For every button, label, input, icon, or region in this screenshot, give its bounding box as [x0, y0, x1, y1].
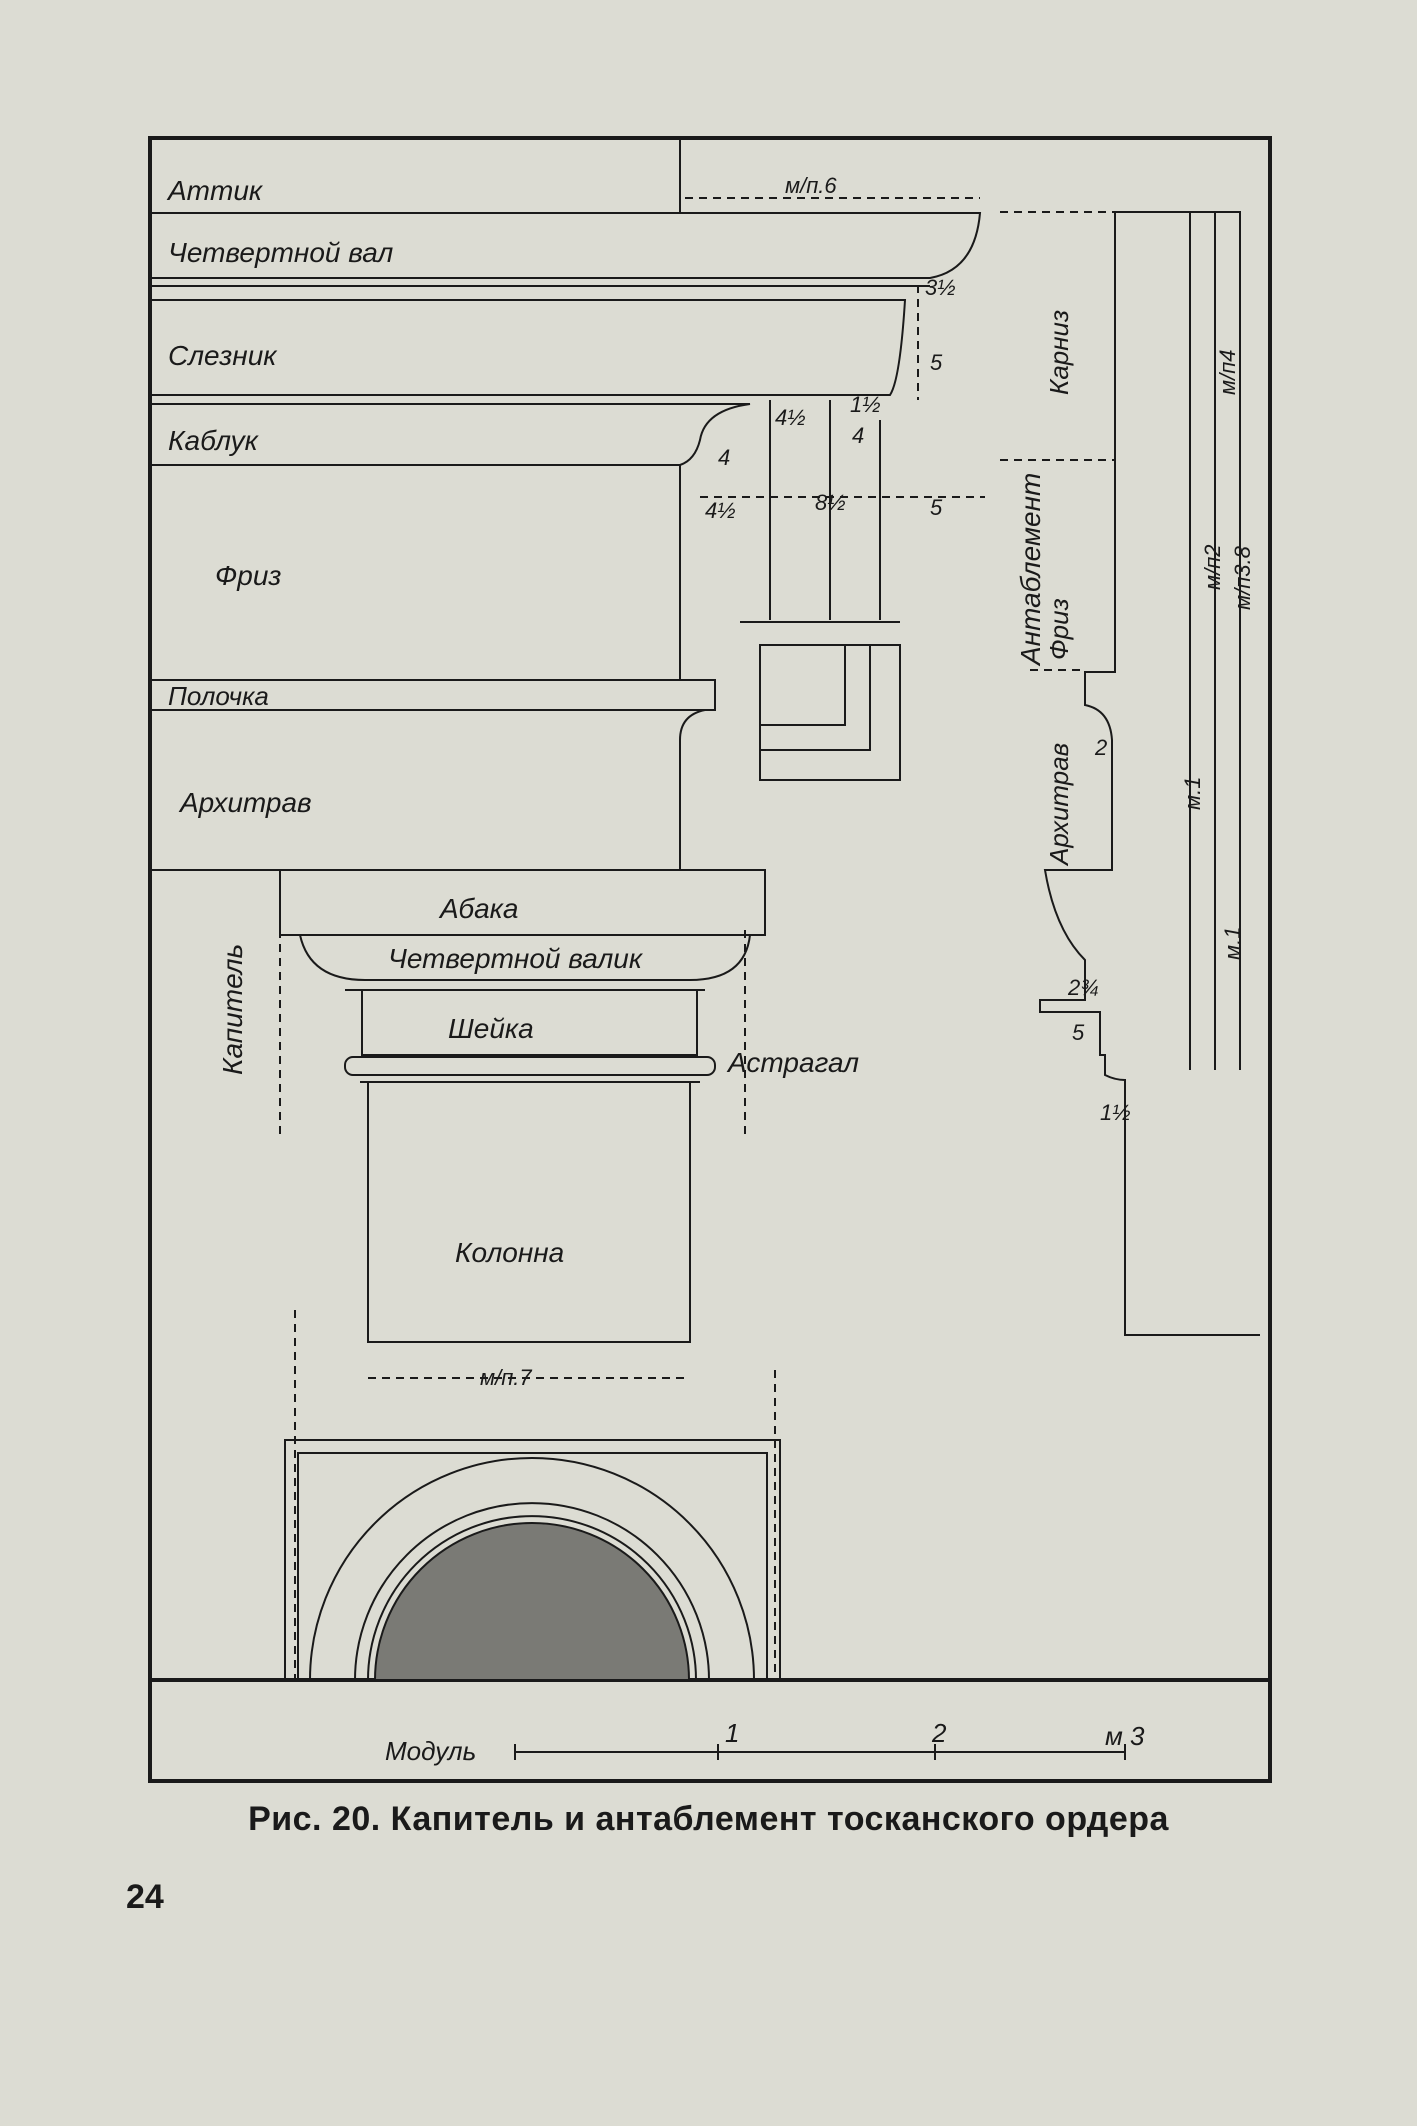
plan-circle-outer [309, 1457, 755, 1681]
label-friz: Фриз [215, 560, 281, 591]
plan-circle-mid [354, 1502, 710, 1681]
column-shaft [367, 1081, 691, 1343]
dim-4-b: 4 [718, 445, 730, 470]
label-attik: Аттик [166, 175, 264, 206]
scale-tick-label-1: 1 [725, 1718, 739, 1748]
dim-1-half-b: 1½ [1100, 1100, 1131, 1125]
label-sheyka: Шейка [448, 1013, 534, 1044]
label-abaka: Абака [438, 893, 518, 924]
sleznik-block [150, 299, 907, 396]
dim-5-b: 5 [930, 495, 943, 520]
figure-caption: Рис. 20. Капитель и антаблемент тосканск… [248, 1800, 1169, 1838]
construction-block [759, 644, 901, 781]
plan-circle-inner [367, 1515, 697, 1681]
kabluk-molding [150, 403, 751, 466]
page-number: 24 [126, 1878, 164, 1916]
dim-m38: м/п3.8 [1230, 545, 1255, 610]
drawing-frame [148, 136, 1272, 1783]
astragal-ring [344, 1056, 716, 1076]
construction-block-inner-1 [759, 644, 871, 751]
scale-label: Модуль [385, 1736, 476, 1766]
construction-block-inner-2 [759, 644, 846, 726]
label-chetvertnoy-valik: Четвертной валик [388, 943, 644, 974]
side-label-arkhitrav: Архитрав [1044, 743, 1074, 867]
label-kabluk: Каблук [168, 425, 260, 456]
dim-5-c: 5 [1072, 1020, 1085, 1045]
side-label-antablement: Антаблемент [1015, 473, 1046, 667]
label-polochka: Полочка [168, 681, 269, 711]
sheyka-neck [361, 989, 698, 1056]
dim-m2: м/п2 [1200, 544, 1225, 590]
label-sleznik: Слезник [168, 340, 278, 371]
dim-3-half: 3½ [925, 275, 956, 300]
abaka-slab [279, 869, 766, 936]
dim-4-half-b: 4½ [705, 498, 736, 523]
side-label-karniz: Карниз [1044, 310, 1074, 395]
cornice-quarter-round [150, 212, 982, 279]
dim-m1-a: м.1 [1180, 777, 1205, 810]
dim-4-half-a: 4½ [775, 405, 806, 430]
dim-5-a: 5 [930, 350, 943, 375]
dim-m1-b: м.1 [1220, 927, 1245, 960]
label-kolonna: Колонна [455, 1237, 564, 1268]
side-label-friz: Фриз [1044, 598, 1074, 660]
dim-2-3-4: 2¾ [1067, 975, 1099, 1000]
echinus-quarter-round [299, 934, 751, 981]
plan-column-section [373, 1522, 691, 1681]
scale-tick-label-2: 2 [931, 1718, 947, 1748]
label-arkhitrav: Архитрав [178, 787, 312, 818]
label-chetvertnoy-val: Четвертной вал [168, 237, 393, 268]
scale-tick-label-3: м 3 [1105, 1721, 1145, 1751]
dim-1-half-a: 1½ [850, 392, 881, 417]
dim-m6: м/п.6 [785, 173, 837, 198]
side-profile [1039, 211, 1260, 1336]
dim-2: 2 [1094, 735, 1107, 760]
dim-m4: м/п4 [1215, 349, 1240, 395]
dim-4-a: 4 [852, 423, 864, 448]
dim-m7: м/п.7 [480, 1365, 532, 1390]
label-kapitel: Капитель [217, 944, 248, 1075]
arkhitrav-block [150, 709, 706, 871]
label-astragal: Астрагал [726, 1047, 859, 1078]
